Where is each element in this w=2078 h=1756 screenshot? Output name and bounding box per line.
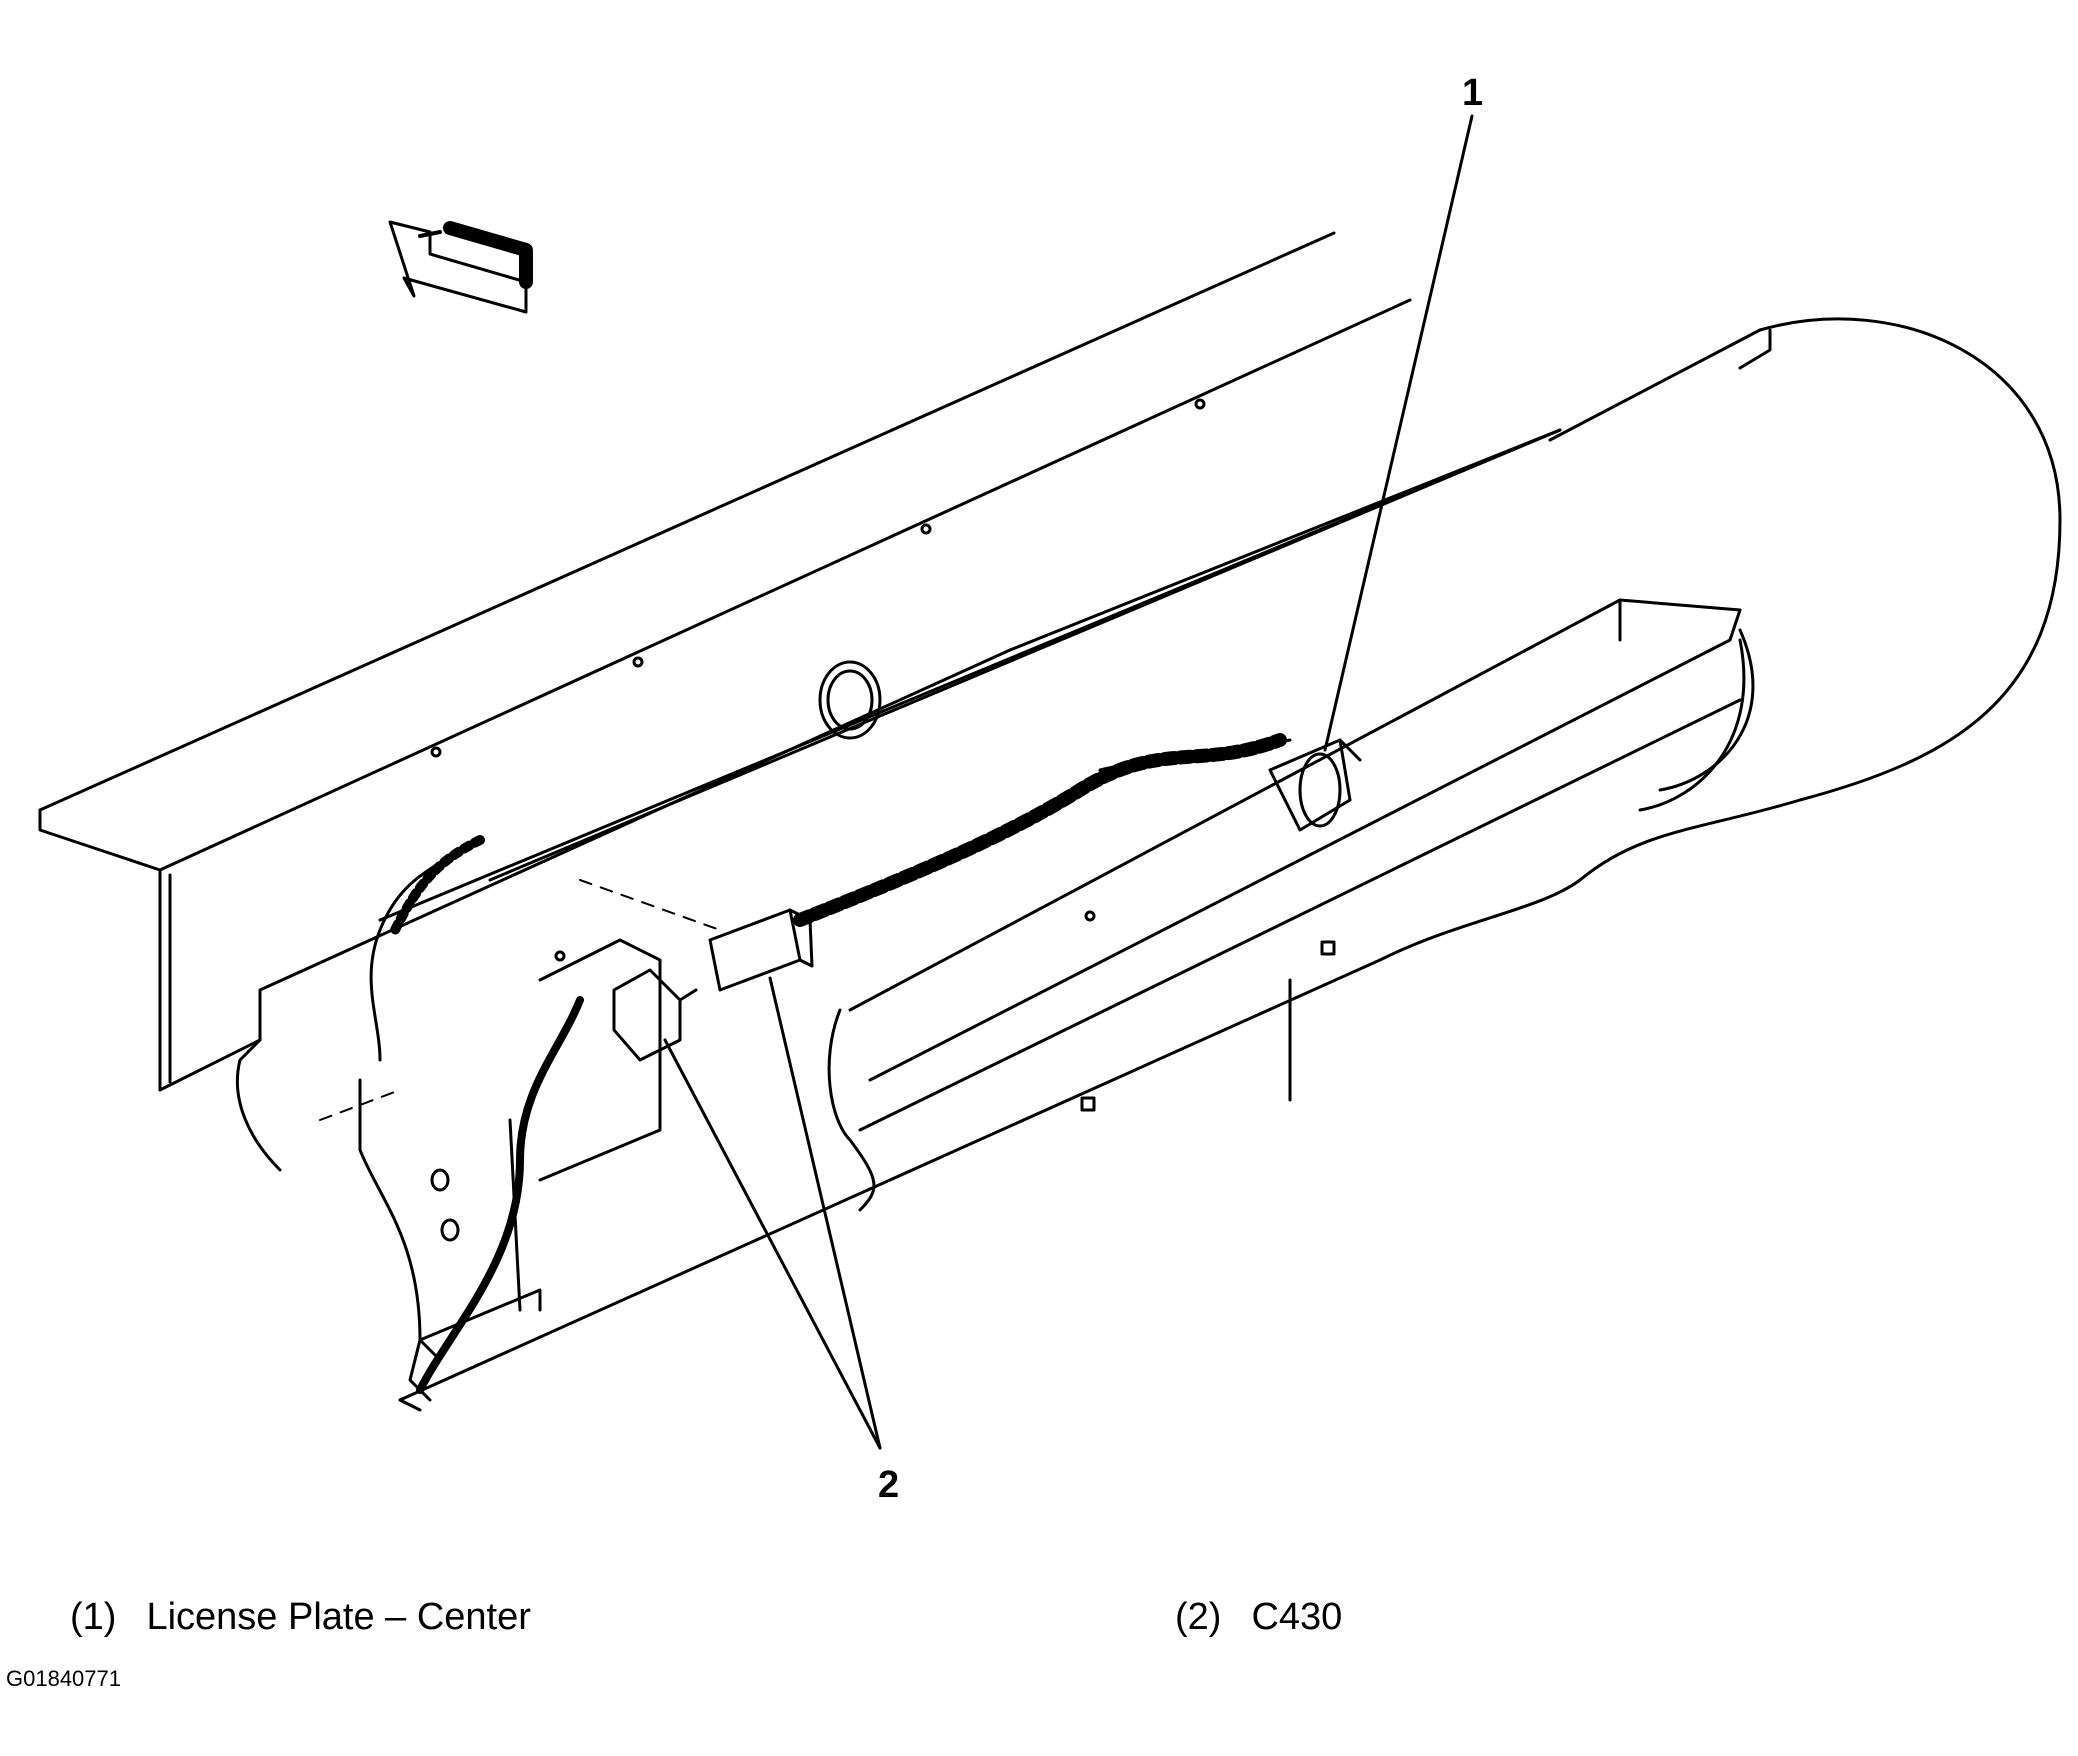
legend-number: (2) [1175, 1596, 1222, 1638]
direction-arrow-icon [388, 220, 533, 314]
legend-item-c430: (2) C430 [1175, 1598, 1342, 1636]
bumper-fascia [158, 317, 2062, 1412]
mounting-bracket [235, 938, 662, 1402]
callout-2: 2 [878, 1464, 900, 1506]
figure-id: G01840771 [6, 1666, 121, 1691]
leader-lines [663, 114, 1474, 1450]
upper-panel [38, 231, 1412, 1092]
lock-grommet [818, 660, 882, 740]
connector-c430-left [612, 968, 698, 1062]
license-plate-lamp [1268, 738, 1362, 832]
legend-number: (1) [70, 1596, 117, 1638]
legend-text: License Plate – Center [146, 1596, 531, 1638]
callout-1: 1 [1462, 72, 1484, 114]
legend-item-license-plate: (1) License Plate – Center [70, 1598, 531, 1636]
connector-c430-right [708, 908, 814, 992]
wire-harness [369, 733, 1292, 1394]
fastener-marks [430, 398, 1206, 962]
legend-text: C430 [1251, 1596, 1343, 1638]
alignment-lines [319, 879, 721, 1121]
plate-recess [827, 598, 1755, 1212]
